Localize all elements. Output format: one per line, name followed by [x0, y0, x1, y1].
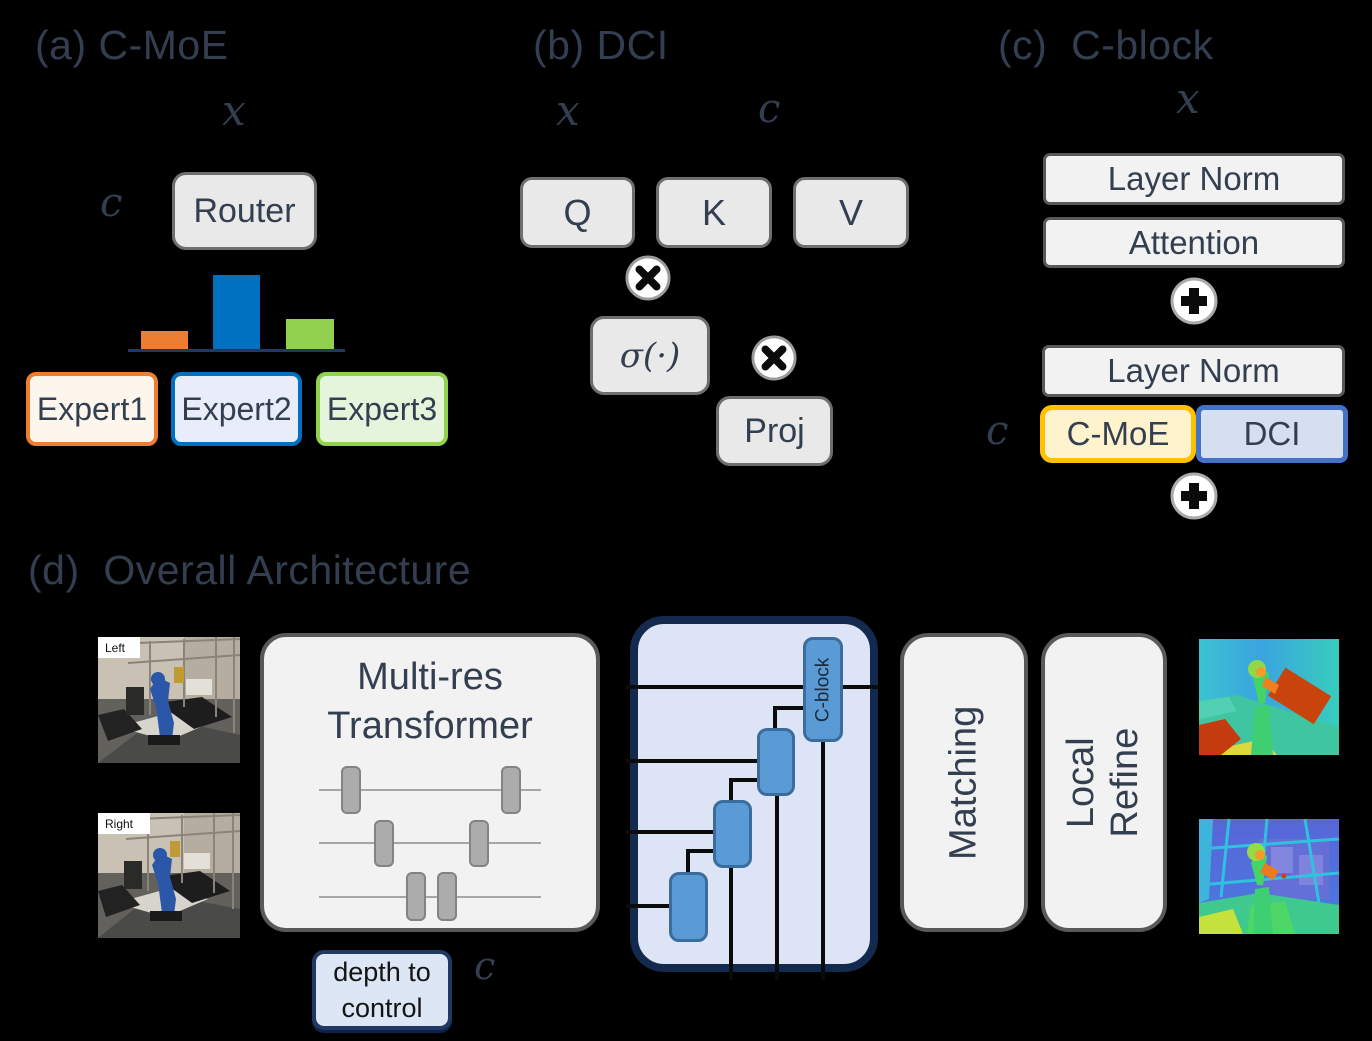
panel-b-c-label: c [758, 86, 781, 132]
feature-line-4 [626, 904, 671, 908]
router-weight-bar-expert3 [286, 319, 334, 349]
slider-handle [341, 766, 361, 814]
panel-b-x-label: x [556, 86, 580, 135]
matching-label: Matching [942, 705, 985, 860]
connector [773, 706, 777, 730]
q-box: Q [520, 177, 635, 248]
dci-box: DCI [1196, 405, 1348, 463]
connector [729, 778, 733, 802]
layer-norm-1-label: Layer Norm [1107, 160, 1281, 197]
k-label: K [701, 191, 726, 233]
multiply-icon [625, 255, 671, 301]
router-weights-baseline [128, 349, 345, 352]
expert3-label: Expert3 [326, 390, 438, 427]
panel-d-c-label: c [474, 944, 496, 988]
v-label: V [838, 191, 863, 233]
multires-transformer-box: Multi-res Transformer [260, 633, 600, 932]
multiply-icon [751, 335, 797, 381]
slider-track-1 [319, 789, 541, 791]
expert1-label: Expert1 [36, 390, 148, 427]
attention-label: Attention [1128, 223, 1260, 261]
transformer-label-line1: Multi-res [357, 656, 503, 698]
depth-to-control-box: depth to control [312, 950, 452, 1030]
layer-norm-2-box: Layer Norm [1042, 345, 1345, 397]
slider-handle [406, 872, 426, 921]
attention-box: Attention [1043, 217, 1345, 268]
cblock-pill-label: C-block [812, 657, 834, 722]
left-camera-image: Left [98, 637, 241, 763]
panel-c-title: (c) C-block [998, 22, 1214, 68]
right-camera-scene: Right [98, 813, 241, 938]
connector [773, 706, 805, 710]
output-drop-line [729, 868, 733, 980]
feature-line-1 [626, 685, 878, 689]
v-box: V [793, 177, 909, 248]
expert2-label: Expert2 [181, 390, 292, 427]
slider-handle [501, 766, 521, 814]
cblock-pill: C-block [803, 637, 843, 742]
depth-control-line1: depth to [333, 956, 431, 987]
panel-c-c-label: c [986, 408, 1009, 454]
panel-a-x-label: x [222, 86, 246, 135]
slider-track-2 [319, 842, 541, 844]
router-weight-bar-expert2 [213, 275, 260, 349]
feature-line-2 [626, 759, 759, 763]
depth-map-1 [1199, 639, 1339, 755]
layer-norm-2-label: Layer Norm [1107, 352, 1280, 389]
router-box: Router [172, 172, 317, 250]
panel-a-c-label: c [100, 180, 123, 226]
add-icon [1170, 277, 1218, 325]
router-weight-bar-expert1 [141, 331, 188, 349]
feature-block-2 [713, 800, 752, 868]
feature-block-3 [757, 728, 795, 796]
expert2-box: Expert2 [171, 372, 302, 446]
panel-c-x-label: x [1176, 74, 1200, 123]
feature-block-1 [669, 872, 708, 942]
feature-line-3 [626, 830, 715, 834]
transformer-label-line2: Transformer [327, 705, 533, 748]
expert3-box: Expert3 [316, 372, 448, 446]
proj-box: Proj [716, 396, 833, 466]
depth-control-line2: control [341, 993, 423, 1023]
left-photo-label: Left [105, 641, 126, 655]
slider-track-3 [319, 896, 541, 898]
left-camera-scene: Left [98, 637, 241, 763]
q-label: Q [563, 191, 592, 233]
slider-handle [469, 820, 489, 867]
proj-label: Proj [744, 411, 805, 450]
dci-label: DCI [1243, 415, 1301, 452]
panel-a-title: (a) C-MoE [35, 22, 229, 68]
cmoe-label: C-MoE [1066, 415, 1170, 452]
sigma-label: σ(·) [619, 335, 681, 376]
add-icon [1170, 472, 1218, 520]
k-box: K [656, 177, 772, 248]
connector [686, 849, 715, 853]
panel-d-title: (d) Overall Architecture [28, 547, 472, 593]
expert1-box: Expert1 [26, 372, 158, 446]
output-drop-line [821, 742, 825, 980]
right-camera-image: Right [98, 813, 241, 938]
router-label: Router [193, 191, 296, 230]
router-weights-chart [128, 268, 345, 352]
matching-box: Matching [900, 633, 1028, 932]
connector [729, 778, 759, 782]
right-photo-label: Right [105, 817, 134, 831]
output-drop-line [775, 796, 779, 980]
cmoe-box: C-MoE [1040, 405, 1196, 463]
layer-norm-1-box: Layer Norm [1043, 153, 1345, 205]
connector [686, 849, 690, 874]
sigma-box: σ(·) [590, 316, 710, 395]
slider-handle [374, 820, 394, 867]
slider-handle [437, 872, 457, 921]
panel-b-title: (b) DCI [533, 22, 669, 68]
depth-map-2 [1198, 818, 1340, 934]
